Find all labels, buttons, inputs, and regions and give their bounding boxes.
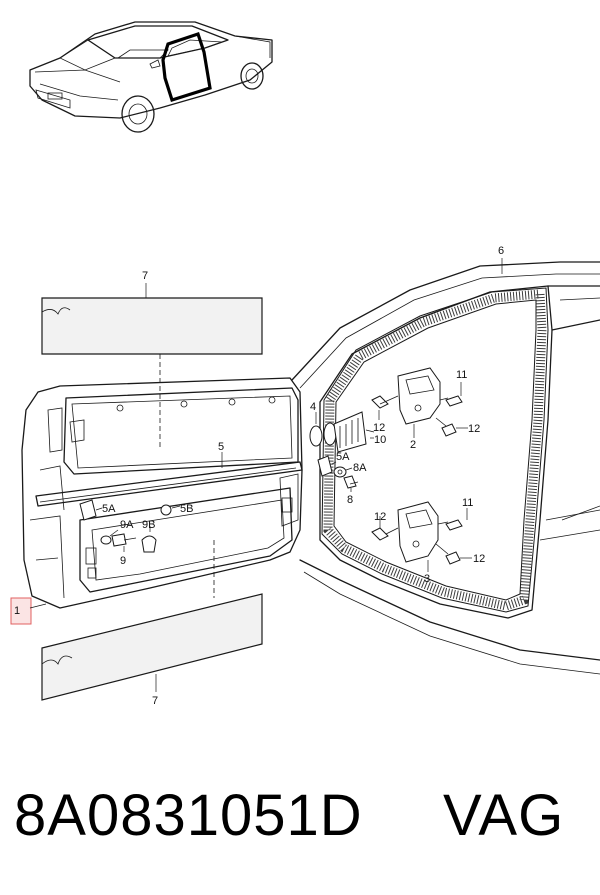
part-number-text: 8A0831051D <box>14 783 363 848</box>
callout-6: 6 <box>498 245 504 257</box>
insulation-pad-top <box>41 283 263 450</box>
callout-7-bottom: 7 <box>152 695 158 707</box>
callout-3: 3 <box>424 573 430 585</box>
callout-5b: 5B <box>180 503 193 515</box>
callout-labels: 1 2 3 4 5 5A 5A 5B 6 7 7 8 8A 9 9A 9B 10… <box>14 245 504 707</box>
callout-1: 1 <box>14 605 20 617</box>
callout-2: 2 <box>410 439 416 451</box>
body-opening <box>291 261 600 675</box>
callout-9: 9 <box>120 555 126 567</box>
door-check-strap <box>309 411 375 453</box>
callout-7-top: 7 <box>142 270 148 282</box>
callout-5a-body: 5A <box>336 451 350 463</box>
callout-12-lower-right: 12 <box>473 553 485 565</box>
callout-5: 5 <box>218 441 224 453</box>
lower-hinge <box>371 501 472 572</box>
door-fixings <box>79 499 181 553</box>
callout-12-lower-left: 12 <box>374 511 386 523</box>
door-shell <box>21 377 303 609</box>
callout-5a-door: 5A <box>102 503 116 515</box>
callout-4: 4 <box>310 401 316 413</box>
callout-1-highlight <box>10 597 32 625</box>
upper-hinge <box>371 367 468 438</box>
callout-9b: 9B <box>142 519 155 531</box>
callout-11-top: 11 <box>456 369 467 381</box>
brand-text: VAG <box>443 783 565 848</box>
door-seal <box>321 258 549 613</box>
callout-12-upper-right: 12 <box>468 423 480 435</box>
callout-12-upper-left: 12 <box>373 422 385 434</box>
insulation-pad-bottom <box>41 540 263 701</box>
callout-10: 10 <box>374 434 386 446</box>
callout-8a: 8A <box>353 462 367 474</box>
check-strap-fixings <box>317 455 359 492</box>
callout-11-bottom: 11 <box>462 497 473 509</box>
car-overview-illustration <box>29 21 273 133</box>
callout-9a: 9A <box>120 519 134 531</box>
callout-8: 8 <box>347 494 353 506</box>
